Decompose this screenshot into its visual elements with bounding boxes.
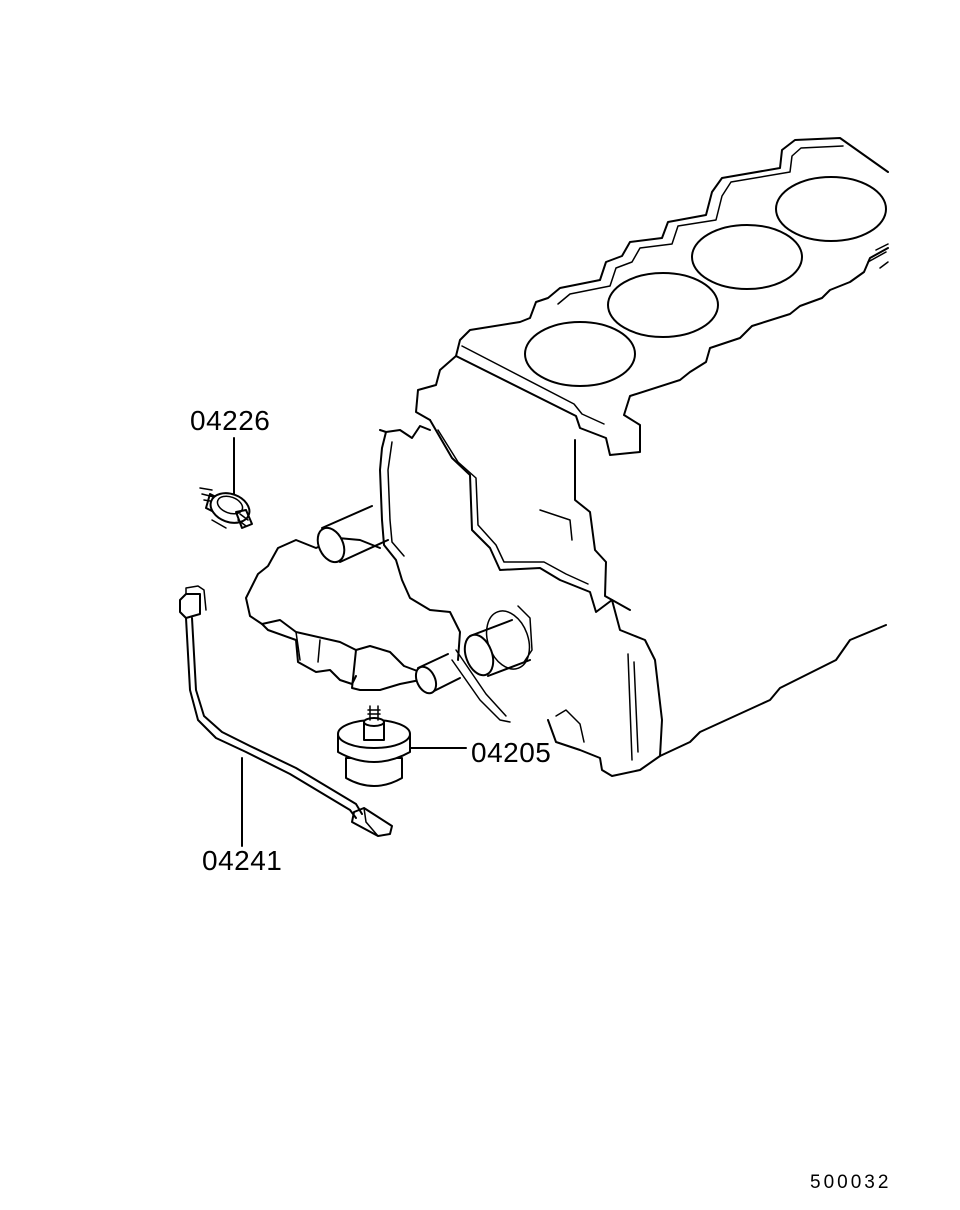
part-number-04241[interactable]: 04241 <box>202 845 283 876</box>
crank-pulley-boss <box>463 605 533 677</box>
part-number-04205[interactable]: 04205 <box>471 737 552 768</box>
engine-block <box>245 137 889 777</box>
part-04241-wire-harness[interactable] <box>179 585 393 847</box>
lower-boss <box>414 653 461 695</box>
part-number-04226[interactable]: 04226 <box>190 405 271 436</box>
water-outlet-boss <box>316 505 389 564</box>
part-04226-sensor[interactable] <box>199 437 254 529</box>
front-seal-boss <box>451 649 639 761</box>
part-04205-sender[interactable] <box>337 705 467 787</box>
diagram-reference-number: 500032 <box>810 1172 892 1193</box>
